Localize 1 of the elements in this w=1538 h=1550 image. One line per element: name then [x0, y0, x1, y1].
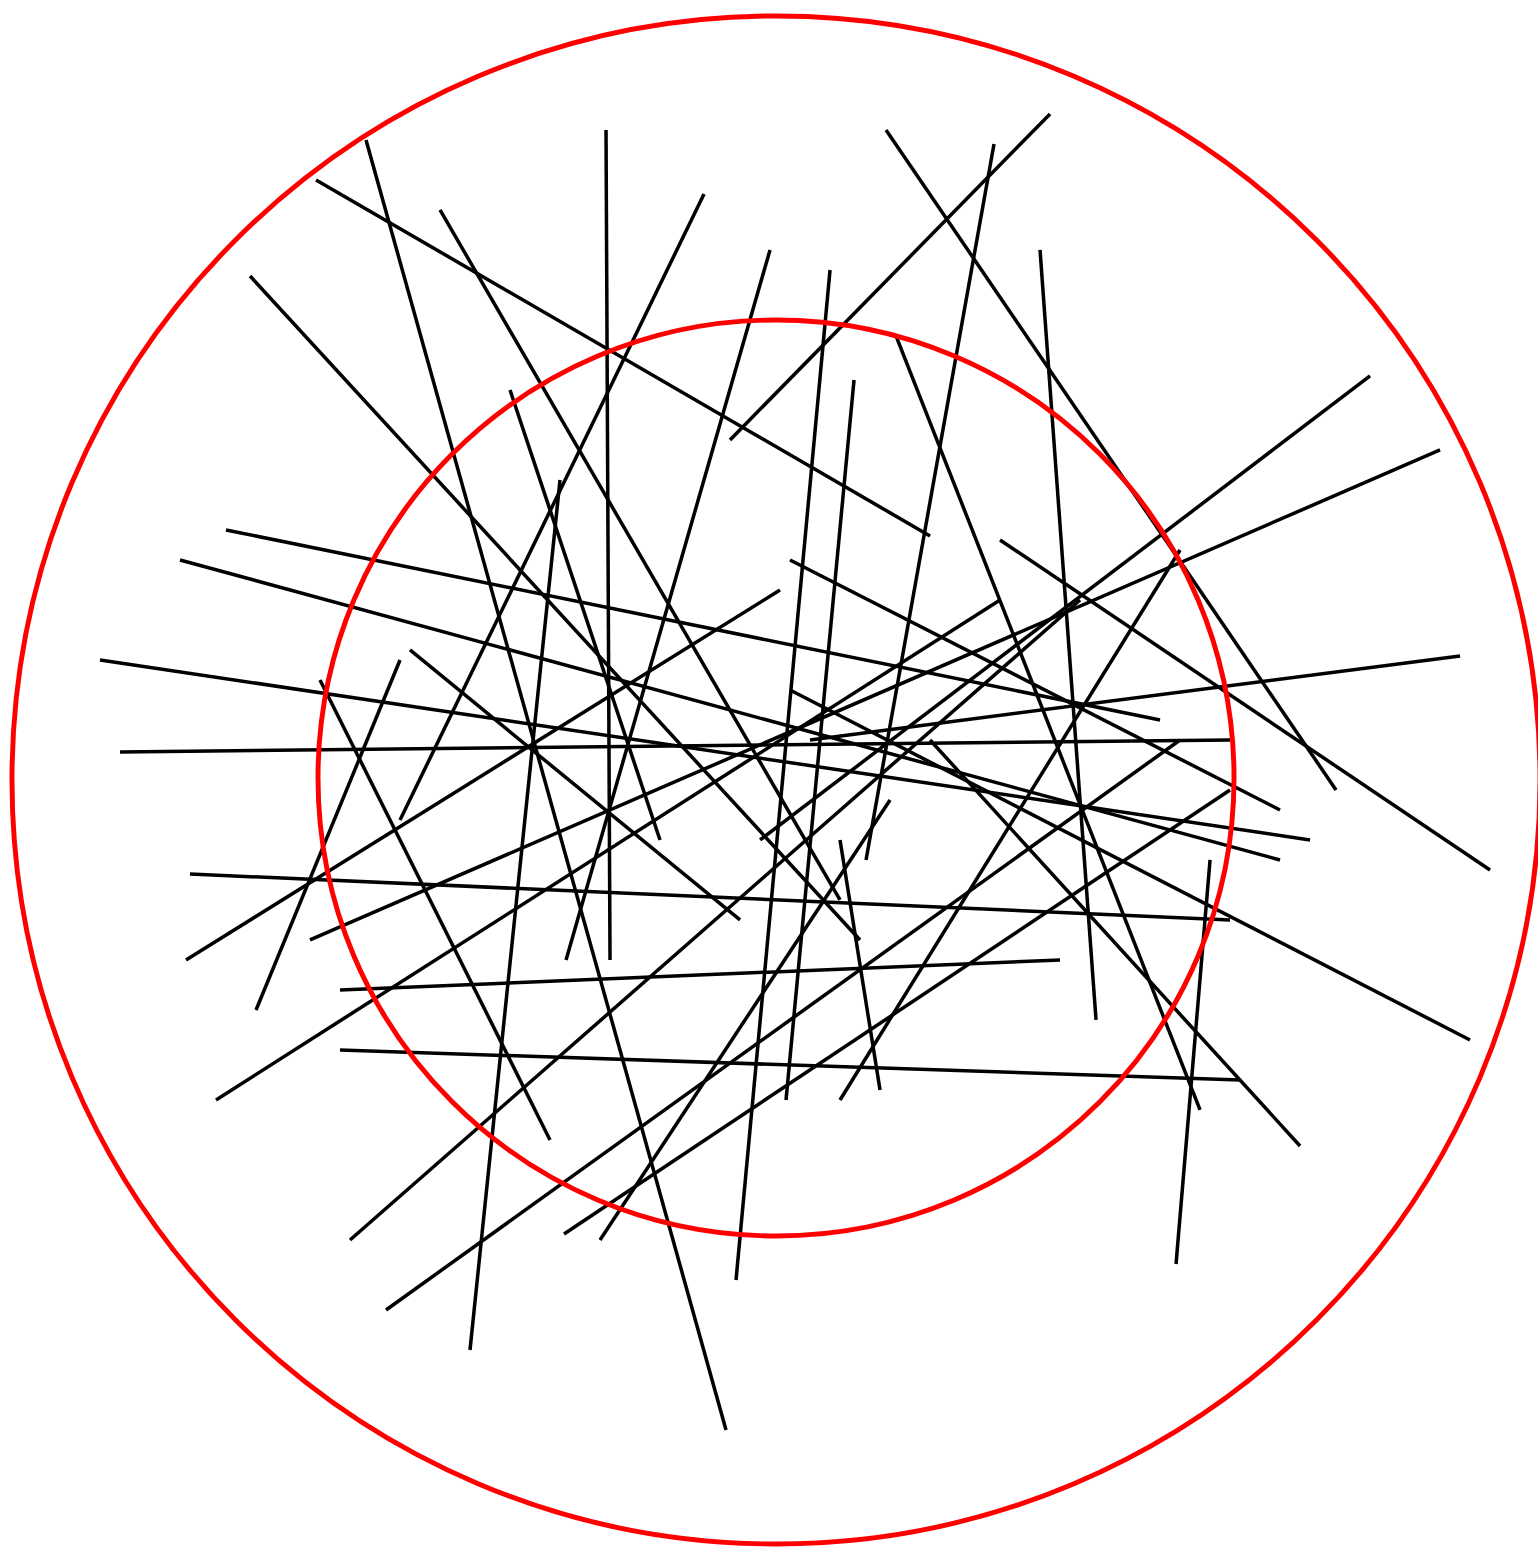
circle — [315, 317, 1237, 1239]
